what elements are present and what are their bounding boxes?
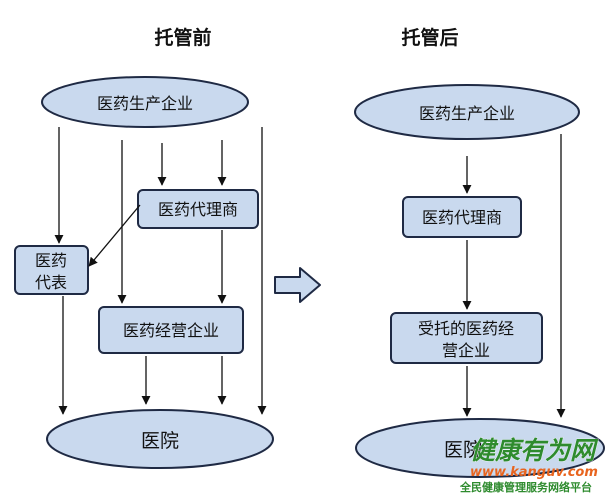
watermark-url: www.kanguv.com bbox=[470, 465, 598, 480]
after-agent-label: 医药代理商 bbox=[422, 208, 502, 227]
after-trustee-node bbox=[390, 312, 543, 364]
before-hospital-node bbox=[46, 409, 274, 469]
after-trustee-label-line1: 受托的医药经 bbox=[418, 319, 514, 338]
before-rep-label-line1: 医药 bbox=[35, 251, 67, 270]
before-hospital-label: 医院 bbox=[141, 430, 179, 452]
arrow-agent-to-rep bbox=[88, 204, 141, 267]
before-agent-node bbox=[137, 189, 259, 229]
heading-after: 托管后 bbox=[401, 26, 458, 49]
after-panel: 医药生产企业 医药代理商 受托的医药经 营企业 医院 bbox=[354, 84, 605, 478]
watermark-brand-text: 健康有为网 bbox=[470, 436, 599, 465]
before-distributor-node bbox=[98, 306, 244, 354]
watermark: 健康有为网 www.kanguv.com 全民健康管理服务网络平台 bbox=[459, 436, 599, 494]
before-distributor-label: 医药经营企业 bbox=[123, 321, 219, 340]
before-rep-label-line2: 代表 bbox=[35, 273, 67, 292]
before-panel: 医药生产企业 医药代理商 医药 代表 医药经营企业 医院 bbox=[14, 76, 274, 469]
after-manufacturer-node bbox=[354, 84, 580, 140]
after-agent-node bbox=[402, 196, 522, 238]
before-manufacturer-label: 医药生产企业 bbox=[97, 94, 193, 113]
before-rep-node bbox=[14, 245, 89, 295]
heading-before: 托管前 bbox=[154, 26, 211, 49]
after-hospital-node bbox=[355, 418, 605, 478]
watermark-tagline: 全民健康管理服务网络平台 bbox=[459, 480, 592, 494]
watermark-brand: 健康有为网 bbox=[470, 436, 599, 465]
after-hospital-label: 医院 bbox=[444, 439, 482, 461]
before-agent-label: 医药代理商 bbox=[158, 200, 238, 219]
after-trustee-label-line2: 营企业 bbox=[442, 341, 490, 360]
before-manufacturer-node bbox=[41, 76, 249, 128]
after-manufacturer-label: 医药生产企业 bbox=[419, 104, 515, 123]
transition-arrow bbox=[274, 267, 321, 303]
